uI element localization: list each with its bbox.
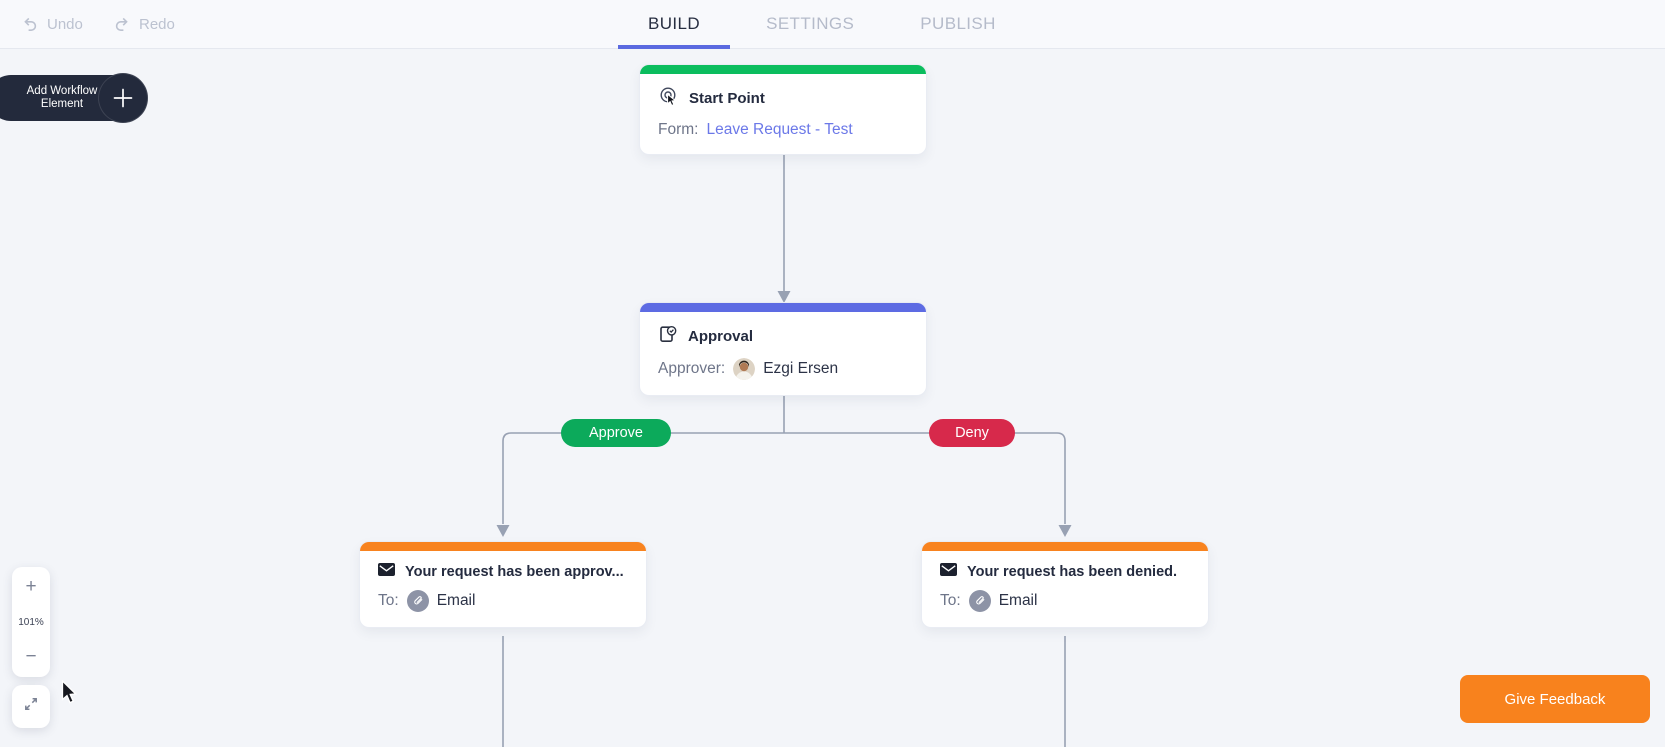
- add-workflow-element-button[interactable]: Add Workflow Element: [0, 73, 148, 123]
- recipient-value: Email: [998, 592, 1038, 609]
- tab-publish[interactable]: PUBLISH: [920, 14, 996, 33]
- undo-button[interactable]: Undo: [22, 0, 83, 48]
- redo-icon: [114, 16, 130, 32]
- tab-settings[interactable]: SETTINGS: [766, 14, 855, 33]
- link-field-icon: [968, 590, 991, 612]
- zoom-in-button[interactable]: +: [12, 572, 50, 602]
- recipient-value: Email: [436, 592, 476, 609]
- email-icon: [940, 563, 957, 580]
- link-field-icon: [406, 590, 429, 612]
- node-accent-bar: [922, 542, 1208, 551]
- node-accent-bar: [640, 65, 926, 74]
- field-label: To:: [940, 592, 961, 609]
- node-title: Start Point: [689, 90, 765, 107]
- redo-label: Redo: [139, 15, 175, 33]
- email-icon: [378, 563, 395, 580]
- field-label: Approver:: [658, 360, 726, 377]
- approver-avatar: [733, 358, 756, 380]
- node-email-approved[interactable]: Your request has been approv... To: Emai…: [360, 542, 646, 627]
- give-feedback-button[interactable]: Give Feedback: [1460, 675, 1650, 723]
- field-label: Form:: [658, 121, 699, 138]
- form-link[interactable]: Leave Request - Test: [706, 121, 853, 138]
- redo-button[interactable]: Redo: [114, 0, 175, 48]
- expand-icon: [21, 694, 41, 719]
- add-workflow-element-label: Add Workflow Element: [26, 84, 98, 111]
- undo-label: Undo: [47, 15, 83, 33]
- top-bar: Undo Redo BUILD SETTINGS PUBLISH: [0, 0, 1665, 49]
- node-title: Your request has been denied.: [967, 563, 1178, 580]
- zoom-level: 101%: [18, 616, 44, 628]
- field-label: To:: [378, 592, 399, 609]
- main-tabs: BUILD SETTINGS PUBLISH: [618, 0, 1026, 49]
- zoom-panel: + 101% −: [12, 567, 50, 677]
- zoom-out-button[interactable]: −: [12, 642, 50, 672]
- undo-icon: [22, 16, 38, 32]
- mouse-cursor: [61, 679, 81, 711]
- approver-name: Ezgi Ersen: [763, 360, 839, 377]
- node-accent-bar: [640, 303, 926, 312]
- node-title: Your request has been approv...: [405, 563, 624, 580]
- node-title: Approval: [688, 327, 754, 345]
- branch-approve-pill[interactable]: Approve: [561, 419, 671, 447]
- start-point-icon: [658, 86, 679, 111]
- approval-icon: [658, 324, 678, 348]
- tab-build[interactable]: BUILD: [618, 0, 731, 49]
- fit-to-screen-button[interactable]: [12, 685, 50, 728]
- node-start-point[interactable]: Start Point Form: Leave Request - Test: [640, 65, 926, 154]
- node-accent-bar: [360, 542, 646, 551]
- branch-deny-pill[interactable]: Deny: [929, 419, 1015, 447]
- plus-icon: [98, 73, 148, 123]
- node-approval[interactable]: Approval Approver: Ezgi Ersen: [640, 303, 926, 395]
- node-email-denied[interactable]: Your request has been denied. To: Email: [922, 542, 1208, 627]
